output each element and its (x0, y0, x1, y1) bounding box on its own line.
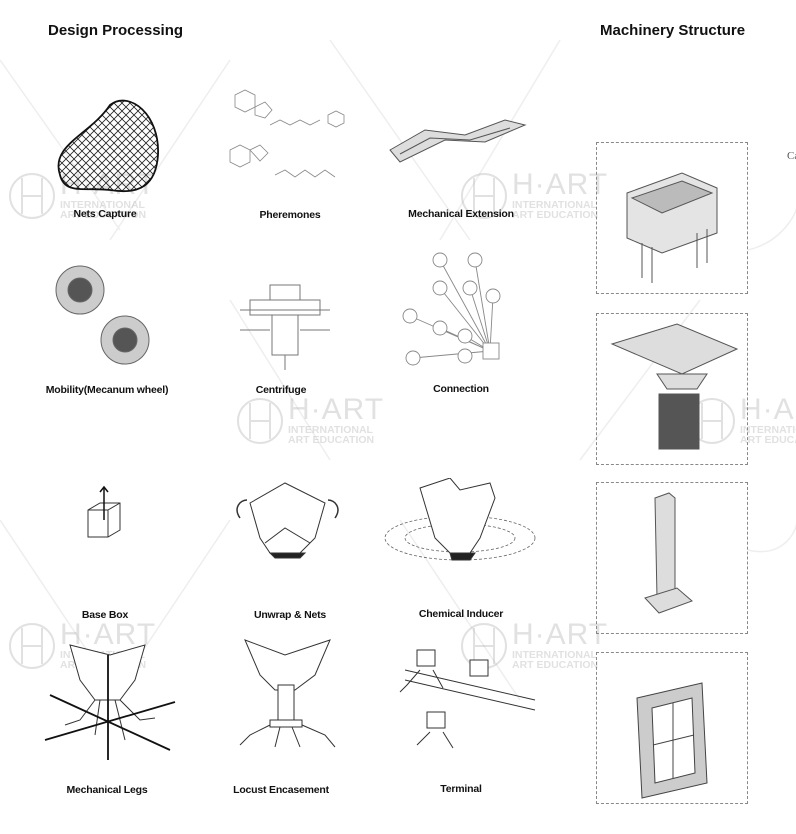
nets-capture-illustration (57, 99, 159, 193)
centrifuge-illustration (240, 284, 330, 370)
window-frame-illustration (636, 682, 708, 799)
pheremones-illustration (229, 89, 345, 178)
machinery-structure-heading: Machinery Structure (600, 22, 746, 39)
tower-column-illustration (644, 492, 693, 614)
mecanum-wheel-illustration (55, 265, 150, 365)
connection-illustration (402, 252, 501, 366)
chemical-inducer-illustration (384, 478, 536, 561)
machinery-panel-2 (596, 313, 748, 465)
terminal-illustration (399, 649, 536, 749)
machinery-panel-4 (596, 652, 748, 804)
unwrap-nets-illustration (236, 482, 339, 559)
locust-encasement-illustration (239, 639, 336, 748)
canopy-rotor-illustration (610, 323, 739, 450)
item-label: Base Box (81, 609, 129, 621)
cut-off-text: Ca (787, 150, 796, 162)
machinery-panel-1 (596, 142, 748, 294)
design-processing-heading: Design Processing (48, 22, 184, 39)
item-label: Centrifuge (255, 384, 307, 396)
item-label: Chemical Inducer (418, 608, 504, 620)
item-label: Pheremones (259, 209, 321, 221)
mechanical-extension-illustration (389, 119, 527, 163)
item-label: Nets Capture (73, 208, 137, 220)
comb-module-illustration (626, 172, 718, 283)
machinery-panel-3 (596, 482, 748, 634)
item-label: Locust Encasement (233, 784, 329, 796)
item-label: Connection (433, 383, 489, 395)
mechanical-legs-illustration (44, 644, 176, 760)
item-label: Unwrap & Nets (253, 609, 327, 621)
item-label: Mechanical Legs (66, 784, 148, 796)
item-label: Mobility(Mecanum wheel) (45, 384, 169, 396)
item-label: Mechanical Extension (408, 208, 514, 220)
item-label: Terminal (440, 783, 482, 795)
base-box-illustration (87, 485, 121, 538)
